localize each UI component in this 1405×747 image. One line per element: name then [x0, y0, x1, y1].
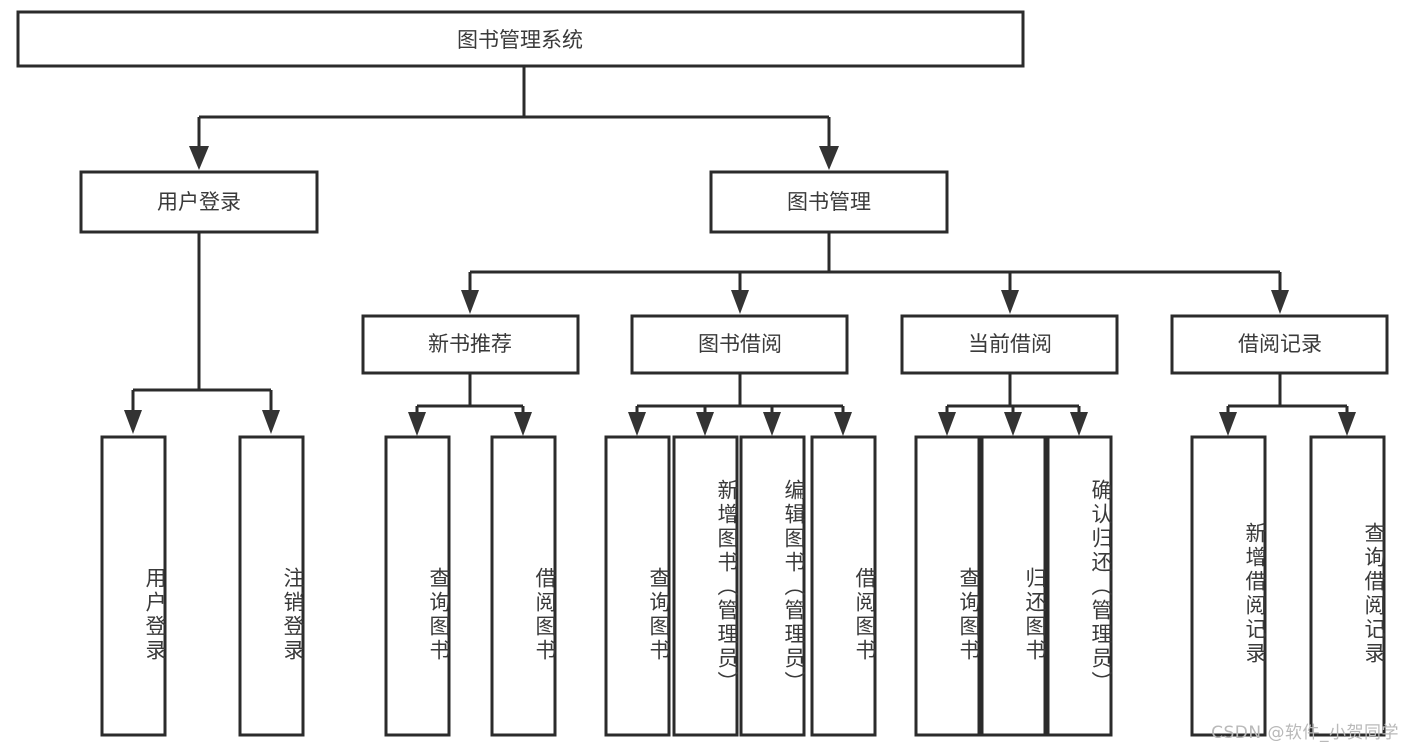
node-user-login[interactable]: 用户登录	[79, 170, 319, 234]
leaf-box-book-borrow-1[interactable]	[672, 435, 739, 737]
node-book-management-label: 图书管理	[787, 190, 871, 214]
arrow-to-user-login	[189, 146, 209, 170]
node-book-borrow[interactable]: 图书借阅	[630, 314, 849, 375]
arrow-new-book-leaf-0	[408, 412, 426, 436]
node-user-login-label: 用户登录	[157, 190, 241, 214]
arrow-user-login-leaf-0	[124, 410, 142, 434]
node-book-borrow-label: 图书借阅	[698, 332, 782, 356]
arrow-book-borrow-leaf-0	[628, 412, 646, 436]
leaf-box-current-borrow-1[interactable]	[980, 435, 1047, 737]
arrow-borrow-record-leaf-0	[1219, 412, 1237, 436]
node-borrow-record-label: 借阅记录	[1238, 332, 1322, 356]
leaf-box-borrow-record-0[interactable]	[1190, 435, 1267, 737]
arrow-borrow-record-leaf-1	[1338, 412, 1356, 436]
node-book-borrow-box[interactable]	[630, 314, 849, 375]
arrow-to-borrow-record	[1271, 290, 1289, 314]
node-borrow-record[interactable]: 借阅记录	[1170, 314, 1389, 375]
leaf-box-new-book-1[interactable]	[490, 435, 557, 737]
arrow-to-current-borrow	[1001, 290, 1019, 314]
leaf-box-new-book-0[interactable]	[384, 435, 451, 737]
arrow-current-borrow-leaf-2	[1070, 412, 1088, 436]
node-new-book-recommend[interactable]: 新书推荐	[361, 314, 580, 375]
node-current-borrow-box[interactable]	[900, 314, 1119, 375]
arrow-book-borrow-leaf-2	[763, 412, 781, 436]
arrow-book-borrow-leaf-1	[696, 412, 714, 436]
node-book-management-box[interactable]	[709, 170, 949, 234]
arrow-current-borrow-leaf-1	[1004, 412, 1022, 436]
leaf-box-current-borrow-0[interactable]	[914, 435, 981, 737]
arrow-to-book-borrow	[731, 290, 749, 314]
arrow-current-borrow-leaf-0	[938, 412, 956, 436]
node-book-management[interactable]: 图书管理	[709, 170, 949, 234]
leaf-box-current-borrow-2[interactable]	[1046, 435, 1113, 737]
arrow-new-book-leaf-1	[514, 412, 532, 436]
node-new-book-recommend-box[interactable]	[361, 314, 580, 375]
leaf-box-user-login-1[interactable]	[238, 435, 305, 737]
leaf-box-book-borrow-0[interactable]	[604, 435, 671, 737]
arrow-to-new-book	[461, 290, 479, 314]
node-root-label: 图书管理系统	[457, 28, 583, 52]
node-borrow-record-box[interactable]	[1170, 314, 1389, 375]
node-new-book-recommend-label: 新书推荐	[428, 332, 512, 356]
arrow-to-book-mgmt	[819, 146, 839, 170]
arrow-book-borrow-leaf-3	[834, 412, 852, 436]
leaf-box-book-borrow-2[interactable]	[739, 435, 806, 737]
node-root[interactable]: 图书管理系统	[16, 10, 1025, 68]
node-root-box[interactable]	[16, 10, 1025, 68]
node-current-borrow-label: 当前借阅	[968, 332, 1052, 356]
node-current-borrow[interactable]: 当前借阅	[900, 314, 1119, 375]
arrow-user-login-leaf-1	[262, 410, 280, 434]
watermark-label: CSDN @软件_小贺同学	[1211, 723, 1399, 743]
leaf-box-book-borrow-3[interactable]	[810, 435, 877, 737]
leaf-box-borrow-record-1[interactable]	[1309, 435, 1386, 737]
leaf-box-user-login-0[interactable]	[100, 435, 167, 737]
